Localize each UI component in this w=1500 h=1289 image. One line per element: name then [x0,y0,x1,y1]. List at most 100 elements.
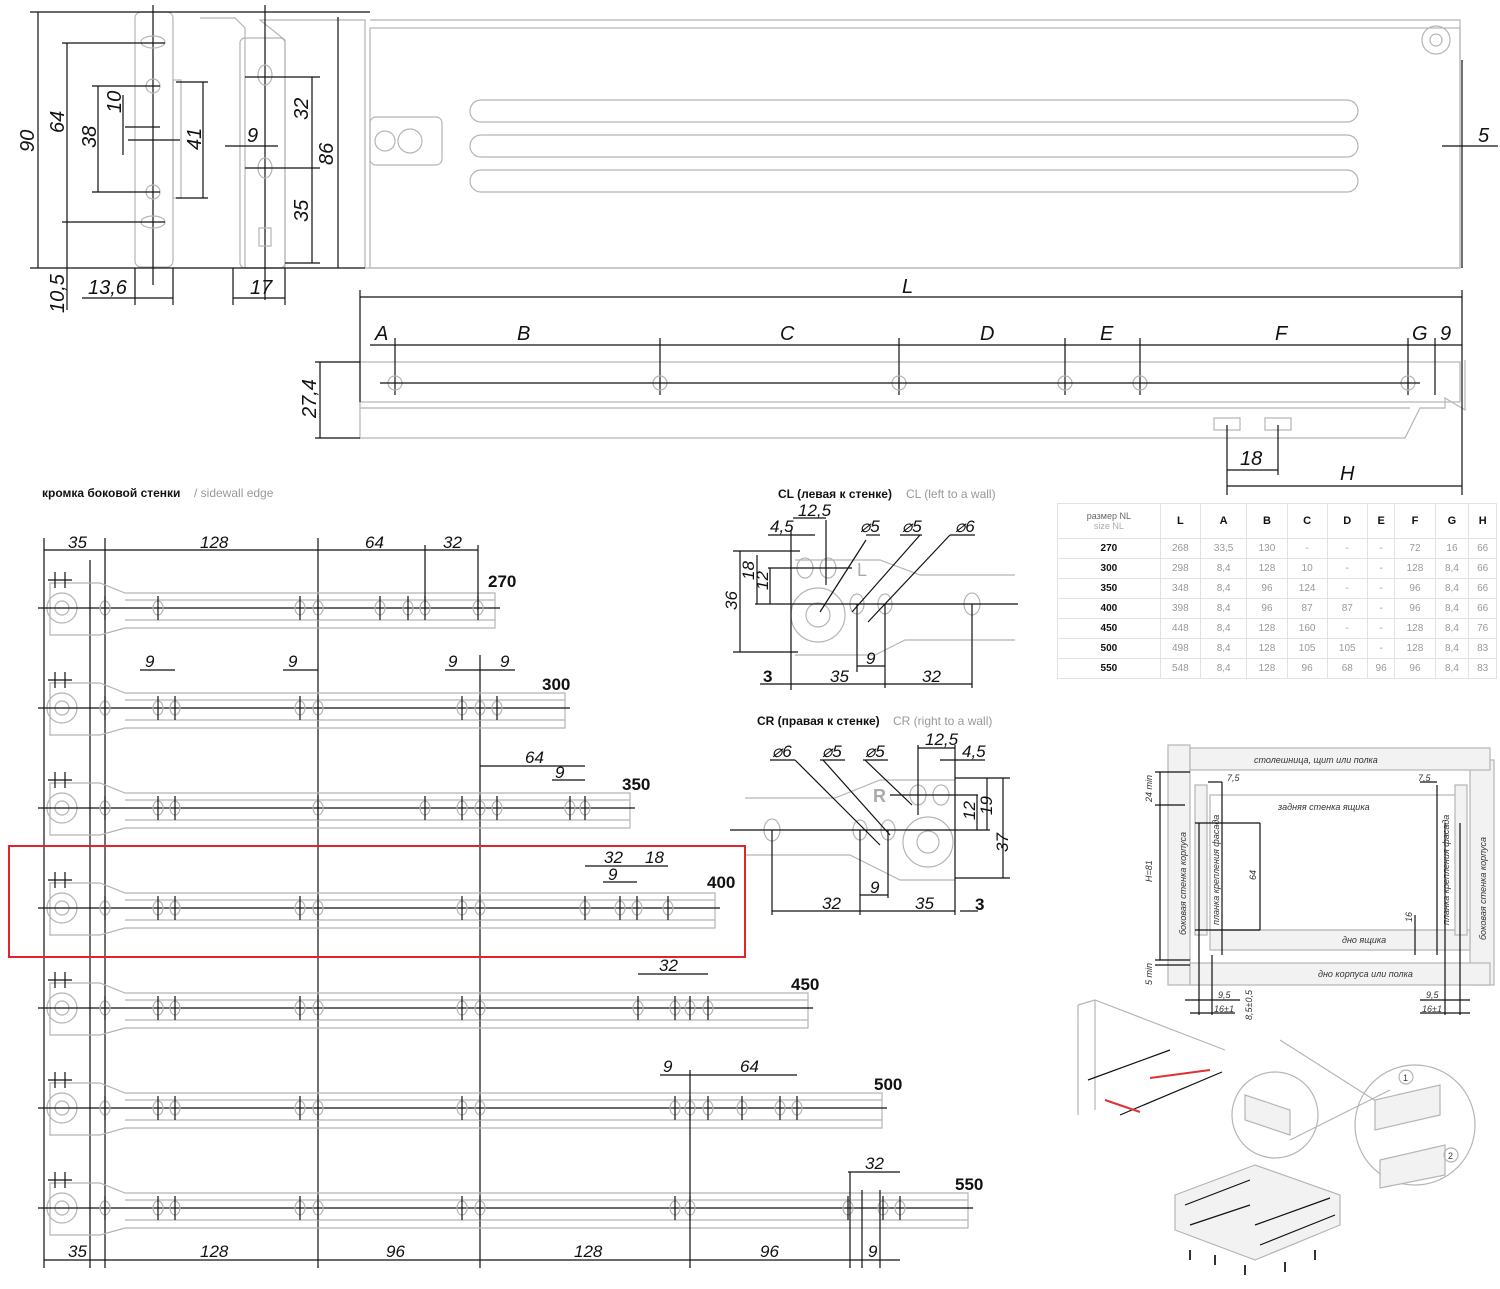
dim-8-5: 8,5±0,5 [1244,989,1254,1020]
cr-dim-9: 9 [870,878,880,897]
dim-27-4: 27,4 [299,379,321,419]
cr-detail: CR (правая к стенке) CR (right to a wall… [730,714,1012,915]
table-cell: 8,4 [1199,558,1248,579]
table-cell: 10 [1286,558,1328,579]
dim-35: 35 [291,199,313,222]
dim-24-min: 24 min [1144,775,1154,803]
table-cell: 8,4 [1434,598,1470,619]
label-back-wall: задняя стенка ящика [1277,802,1370,812]
cl-detail: CL (левая к стенке) CL (left to a wall) … [722,487,1018,690]
top-dim-32: 32 [443,533,462,552]
dim-9-5-left: 9,5 [1218,990,1232,1000]
table-cell-size: 270 [1057,538,1161,559]
table-cell: - [1366,598,1396,619]
sidewall-edge-heading-en: / sidewall edge [194,486,274,500]
rail-mount-mark [48,972,72,988]
table-cell: - [1366,558,1396,579]
table-cell: 8,4 [1199,578,1248,599]
table-cell-size: 450 [1057,618,1161,639]
table-cell: 8,4 [1199,598,1248,619]
table-cell: 96 [1246,578,1288,599]
dim-9-end: 9 [1440,323,1451,345]
drawer-box [1174,1164,1341,1261]
table-cell: - [1326,578,1368,599]
dim-9-5-right: 9,5 [1426,990,1440,1000]
header-size-en: size NL [1093,521,1124,531]
table-cell: 128 [1394,558,1436,579]
row400-dim-9: 9 [608,865,618,884]
table-cell: - [1326,558,1368,579]
table-cell: 298 [1159,558,1201,579]
dim-16-right: 16±1 [1422,1004,1442,1014]
table-cell: 128 [1394,618,1436,639]
dim-9: 9 [247,125,258,147]
cr-title: CR (правая к стенке) [757,714,880,728]
table-cell: 124 [1286,578,1328,599]
dim-5: 5 [1478,125,1490,147]
bottom-dim-128a: 128 [200,1242,229,1261]
rail-mount-mark [48,872,72,888]
table-cell: 128 [1246,618,1288,639]
rail-mount-mark [48,672,72,688]
table-cell: 87 [1326,598,1368,619]
cl-dim-12-5: 12,5 [798,501,832,520]
table-cell: 96 [1286,658,1328,679]
rail-profile [200,17,1461,269]
row450-dim-32: 32 [659,956,678,975]
header-col: H [1468,503,1497,539]
cl-dim-d5b: ⌀5 [902,517,922,536]
rail-row-300 [38,672,570,736]
label-drawer-bottom: дно ящика [1342,935,1386,945]
table-cell: 66 [1468,598,1497,619]
table-cell-size: 300 [1057,558,1161,579]
table-cell: 33,5 [1199,538,1248,559]
cl-dim-d5a: ⌀5 [860,517,880,536]
table-cell: 8,4 [1199,638,1248,659]
cr-dim-19: 19 [977,796,996,815]
rail-outline [49,1182,969,1236]
table-cell: 8,4 [1434,618,1470,639]
cr-dim-d6: ⌀6 [772,742,792,761]
table-cell: 128 [1246,558,1288,579]
bottom-dim-128b: 128 [574,1242,603,1261]
cr-title-en: CR (right to a wall) [893,714,992,728]
row400-dim-18: 18 [645,848,664,867]
row500-dim-9: 9 [663,1057,673,1076]
row300-dim-9d: 9 [500,652,510,671]
cr-dim-12: 12 [960,801,979,820]
cl-dim-35: 35 [830,667,849,686]
table-cell: 8,4 [1434,578,1470,599]
rail-outline [49,882,716,936]
bracket-tab [172,79,182,199]
table-cell: 8,4 [1199,658,1248,679]
table-cell-size: 500 [1057,638,1161,659]
dim-7-5-right: 7,5 [1418,773,1432,783]
table-cell: 76 [1468,618,1497,639]
table-cell: 83 [1468,658,1497,679]
cl-dim-9: 9 [866,649,876,668]
dim-17: 17 [250,277,273,299]
cl-title-en: CL (left to a wall) [906,487,996,501]
rail-mount-mark [48,1172,72,1188]
dim-F: F [1275,323,1289,345]
step-1-label: 1 [1403,1073,1408,1083]
table-cell: 130 [1246,538,1288,559]
rail-row-450 [38,972,813,1036]
cl-title: CL (левая к стенке) [778,487,892,501]
rail-row-400 [38,872,720,936]
header-col: L [1159,503,1201,539]
row400-dim-32: 32 [604,848,623,867]
rail-outline [49,582,496,636]
dim-7-5-left: 7,5 [1227,773,1241,783]
side-view-holes [380,375,1420,391]
bottom-dim-96a: 96 [386,1242,405,1261]
cl-dim-3: 3 [763,667,772,686]
label-side-wall-left: боковая стенка корпуса [1178,832,1188,935]
rail-row-350 [38,772,635,836]
label-top-panel: столешница, щит или полка [1254,755,1378,765]
table-cell: 66 [1468,558,1497,579]
